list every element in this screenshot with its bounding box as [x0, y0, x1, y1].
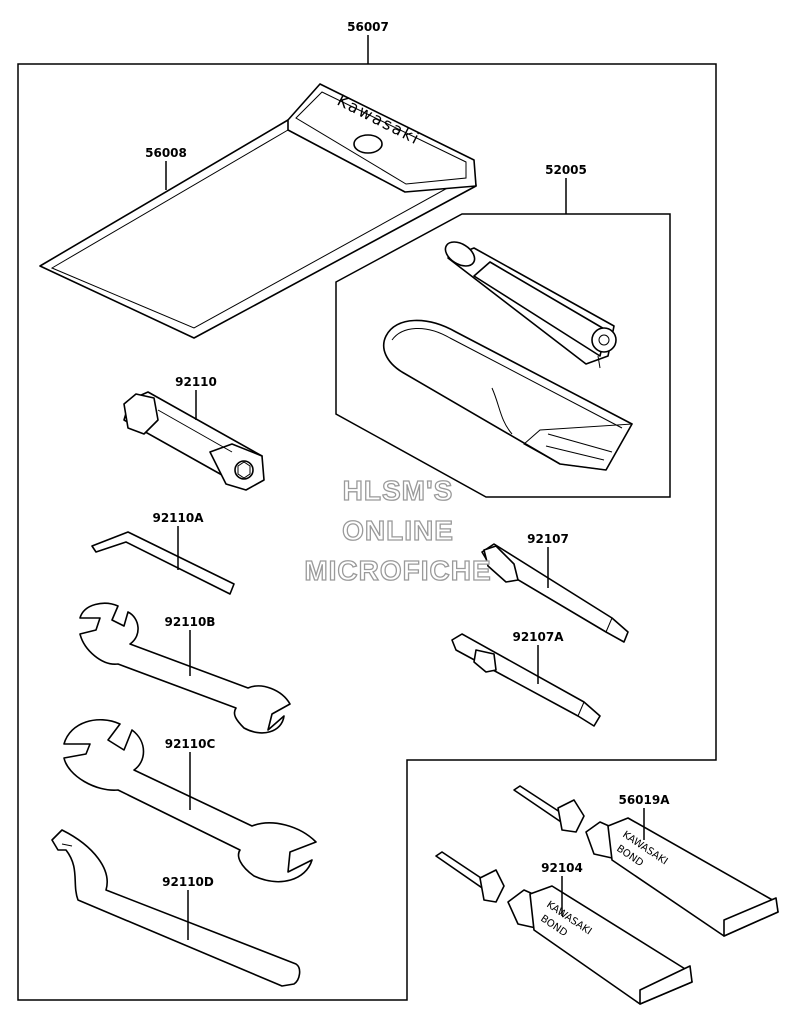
tool-case: Kawasaki	[39, 83, 477, 339]
kit-frame	[17, 63, 717, 1001]
plug-wrench	[123, 391, 265, 491]
air-pump	[444, 241, 617, 369]
watermark-line3: MICROFICHE	[304, 555, 491, 586]
label-case: 56008	[145, 146, 187, 160]
pump-pouch	[382, 319, 633, 471]
label-screwdriver: 92107	[527, 532, 569, 546]
bond-tube-a: KAWASAKI BOND	[513, 785, 779, 937]
label-bond: 92104	[541, 861, 583, 875]
snap-button	[353, 134, 383, 154]
label-hook-wrench: 92110D	[162, 875, 214, 889]
label-pump-set: 52005	[545, 163, 587, 177]
screwdriver-a	[451, 633, 601, 727]
watermark-line1: HLSM'S	[343, 475, 454, 506]
watermark: HLSM'S ONLINE MICROFICHE	[304, 474, 492, 586]
hex-key	[91, 531, 235, 595]
label-kit: 56007	[347, 20, 389, 34]
label-plug-wrench: 92110	[175, 375, 217, 389]
label-hex-key: 92110A	[152, 511, 204, 525]
watermark-line2: ONLINE	[342, 515, 454, 546]
label-wrench-c: 92110C	[165, 737, 216, 751]
label-screwdriver-a: 92107A	[512, 630, 564, 644]
screwdriver	[481, 543, 629, 643]
label-bond-a: 56019A	[618, 793, 670, 807]
hook-wrench	[51, 829, 301, 987]
pump-set-box	[335, 213, 671, 498]
label-wrench-b: 92110B	[165, 615, 216, 629]
wrench-b	[79, 602, 291, 734]
bond-tube: KAWASAKI BOND	[435, 851, 693, 1005]
